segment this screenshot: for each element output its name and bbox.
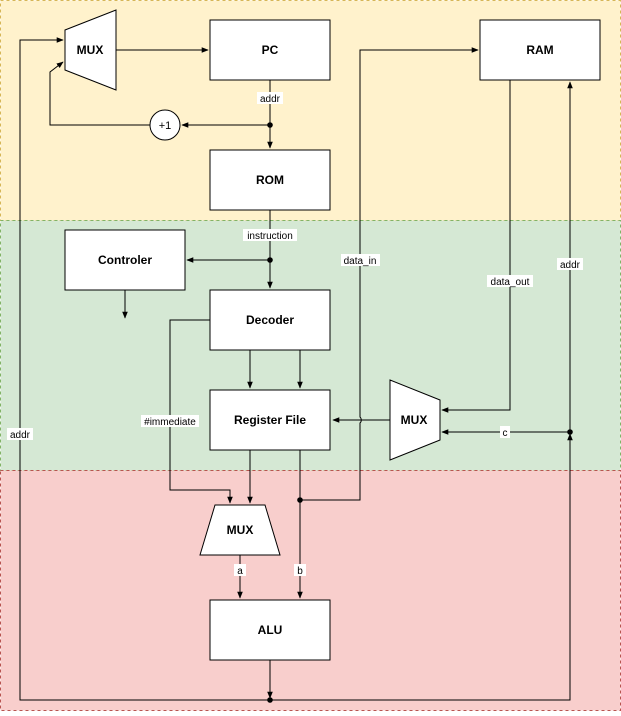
mux-wb-label: MUX <box>401 413 428 427</box>
label-bg-b <box>294 564 306 576</box>
ram-label: RAM <box>526 43 553 57</box>
junction-instruction <box>267 257 273 263</box>
rom-box <box>209 149 331 211</box>
wire-immediate-to-alu-mux <box>169 319 233 504</box>
label-bg-instruction <box>243 229 297 241</box>
ram-box <box>479 19 601 81</box>
wire-incrementer-to-mux <box>49 61 150 126</box>
ram-addr-label: addr <box>560 260 581 271</box>
mux-wb-shape <box>389 379 441 461</box>
pc-addr-label: addr <box>260 94 281 105</box>
pc-label: PC <box>262 43 279 57</box>
wire-ram-data-out-to-wb-mux <box>441 80 511 413</box>
incrementer-circle <box>149 109 181 141</box>
a-label: a <box>237 566 243 577</box>
label-bg-data-in <box>341 254 380 266</box>
junction-alu-output <box>267 697 273 703</box>
register-file-label: Register File <box>234 413 306 427</box>
data-in-label: data_in <box>344 256 377 267</box>
label-bg-data-out <box>487 275 533 287</box>
junction-pc <box>267 122 273 128</box>
label-bg-ram-addr <box>557 258 583 270</box>
incrementer-label: +1 <box>159 120 172 132</box>
execute-stage-band <box>0 470 621 711</box>
decoder-label: Decoder <box>246 313 294 327</box>
controller-label: Controler <box>98 253 152 267</box>
label-bg-a <box>234 564 246 576</box>
wire-alu-to-pc-mux <box>19 37 270 701</box>
label-bg-c <box>500 426 510 438</box>
mux-alu-label: MUX <box>227 523 254 537</box>
controller-box <box>64 229 186 291</box>
junction-c <box>567 429 573 435</box>
label-bg-jump-addr <box>7 428 33 440</box>
label-bg-pc-addr <box>257 92 283 104</box>
decoder-box <box>209 289 331 351</box>
jump-addr-label: addr <box>10 430 31 441</box>
rom-label: ROM <box>256 173 284 187</box>
instruction-label: instruction <box>247 231 293 242</box>
mux-alu-shape <box>199 504 281 556</box>
alu-box <box>209 599 331 661</box>
mux-pc-shape <box>64 9 117 91</box>
mux-pc-label: MUX <box>77 43 104 57</box>
pc-box <box>209 19 331 81</box>
label-bg-immediate <box>141 415 199 427</box>
data-out-label: data_out <box>491 277 530 288</box>
wire-alu-to-ram-addr <box>270 81 573 701</box>
alu-label: ALU <box>258 623 283 637</box>
immediate-label: #immediate <box>144 417 196 428</box>
register-file-box <box>209 389 331 451</box>
c-label: c <box>503 428 508 439</box>
b-label: b <box>297 566 303 577</box>
junction-data-in <box>297 497 303 503</box>
